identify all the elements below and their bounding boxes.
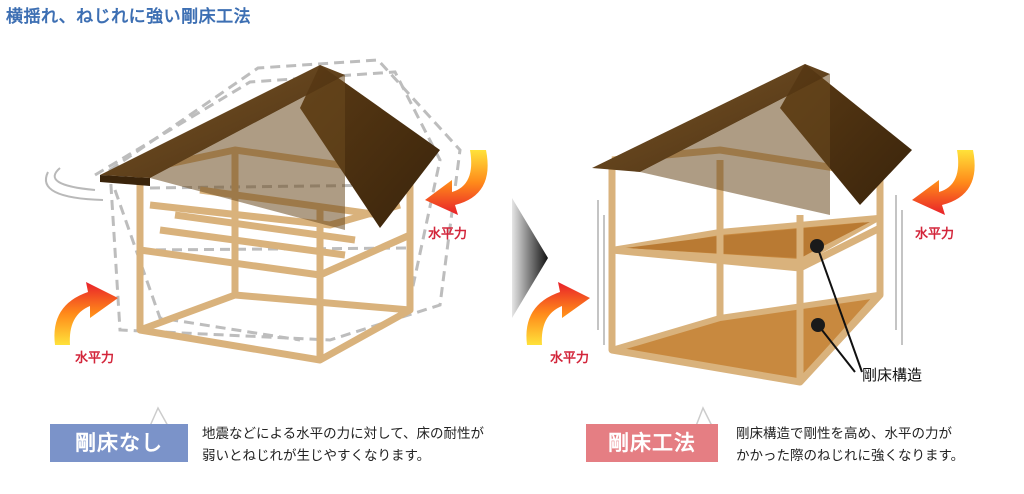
desc-line-1: 剛床構造で剛性を高め、水平の力が	[736, 423, 964, 445]
roof-right	[592, 64, 912, 215]
house-with-rigid-floor: 剛床構造 水平力 水平力	[526, 64, 974, 384]
sway-lines	[46, 168, 103, 200]
badge-rigid-floor-method: 剛床工法	[586, 424, 718, 462]
force-label-right-house-right: 水平力	[915, 226, 954, 242]
force-arrow-right-2	[912, 150, 975, 215]
desc-line-2: 弱いとねじれが生じやすくなります。	[202, 445, 484, 467]
callout-dot-lower	[811, 318, 825, 332]
desc-line-1: 地震などによる水平の力に対して、床の耐性が	[202, 423, 484, 445]
callout-dot-upper	[810, 239, 824, 253]
desc-without-rigid-floor: 地震などによる水平の力に対して、床の耐性が 弱いとねじれが生じやすくなります。	[202, 423, 484, 467]
badge-without-rigid-floor: 剛床なし	[50, 424, 188, 462]
force-label-left-house-left: 水平力	[75, 350, 114, 366]
desc-rigid-floor-method: 剛床構造で剛性を高め、水平の力が かかった際のねじれに強くなります。	[736, 423, 964, 467]
transition-arrow	[512, 198, 548, 318]
force-arrow-left-2	[526, 282, 590, 345]
desc-line-2: かかった際のねじれに強くなります。	[736, 445, 964, 467]
force-label-left-house-right: 水平力	[428, 226, 467, 242]
callout-label: 剛床構造	[862, 366, 922, 384]
house-without-rigid-floor: 水平力 水平力	[46, 60, 488, 366]
force-label-right-house-left: 水平力	[550, 350, 589, 366]
force-arrow-left	[54, 282, 118, 345]
